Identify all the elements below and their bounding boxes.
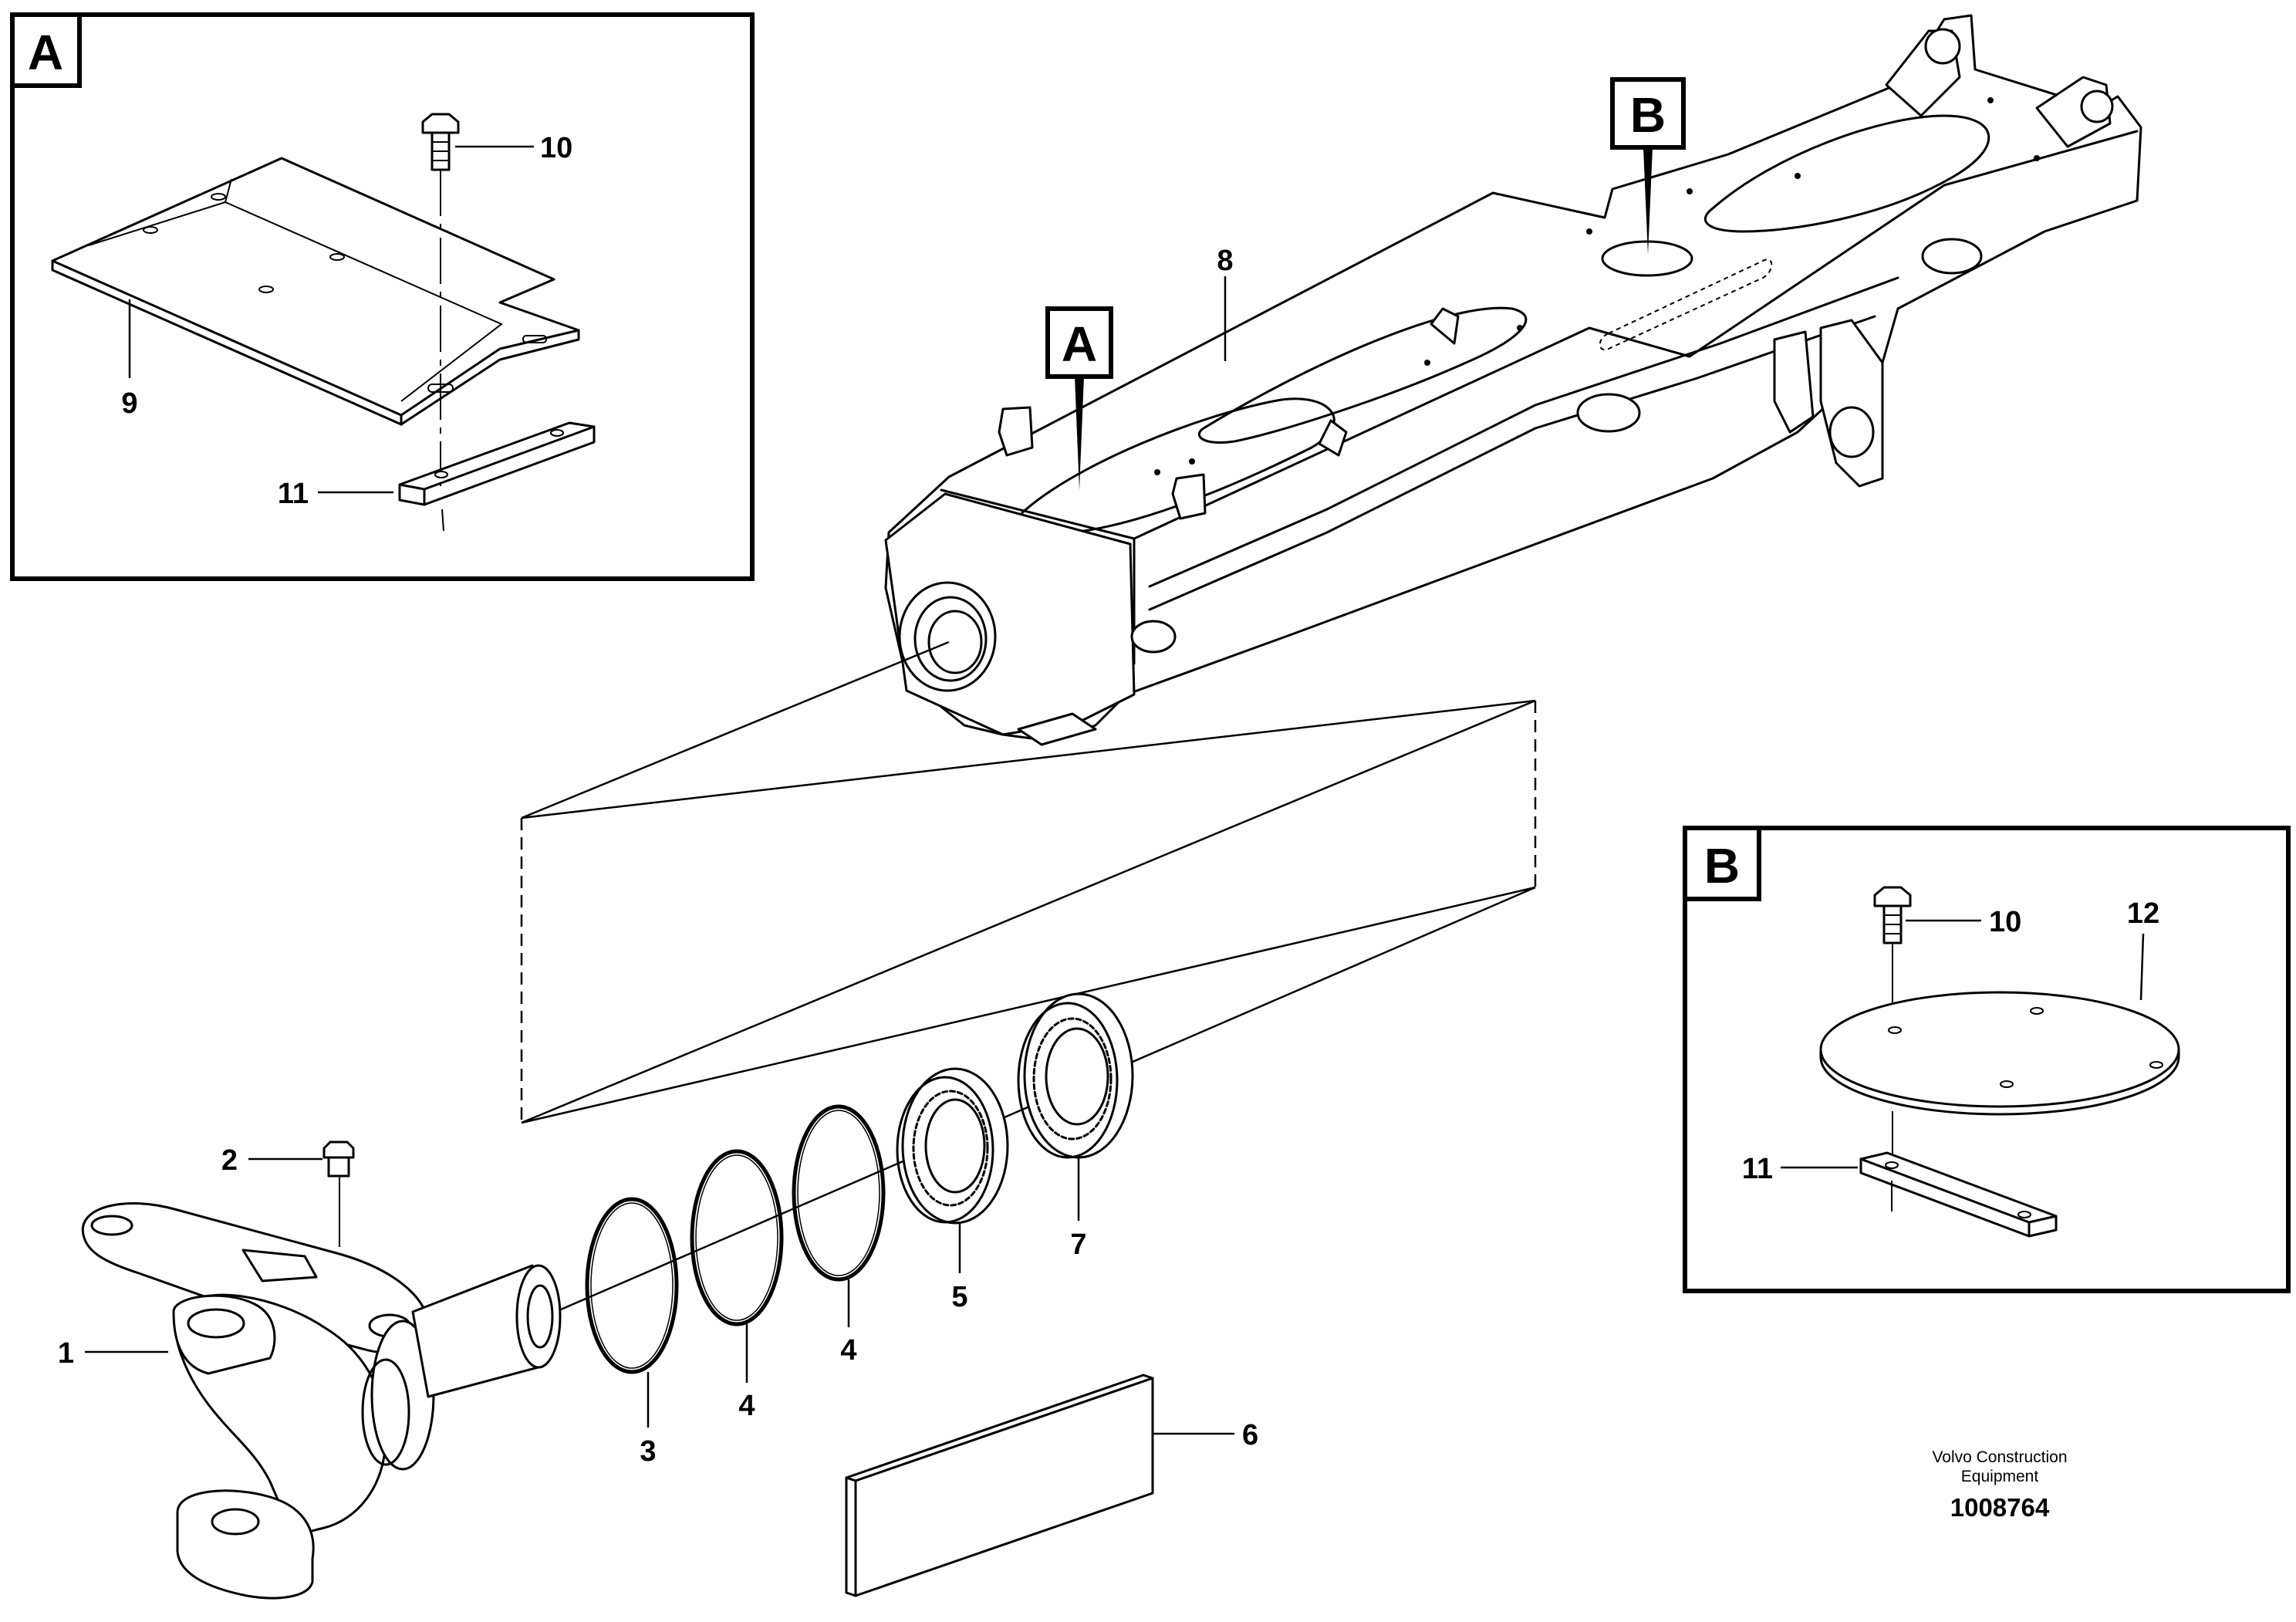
bearing-7 — [1017, 992, 1134, 1159]
detail-b-tag: B — [1704, 838, 1740, 894]
callout-1: 1 — [58, 1337, 74, 1370]
callout-7: 7 — [1070, 1228, 1086, 1261]
bearing-5 — [896, 1067, 1009, 1225]
frame-tag-a-label: A — [1062, 316, 1097, 372]
bolt-b — [1873, 886, 1912, 1019]
ring-4a — [690, 1149, 784, 1326]
diagram-number: 1008764 — [1950, 1493, 2050, 1522]
callout-a-11: 11 — [278, 478, 309, 510]
footer-credit: Volvo Construction Equipment 1008764 — [1932, 1448, 2067, 1522]
axle-frame — [884, 14, 2142, 746]
footer-line-1: Volvo Construction — [1932, 1448, 2067, 1466]
detail-a-inset: A 10 9 — [10, 12, 755, 581]
detail-a-tag-box — [10, 12, 82, 88]
o-ring-3 — [585, 1197, 679, 1374]
detail-a-tag: A — [28, 25, 63, 80]
frame-tag-b-label: B — [1630, 87, 1666, 143]
shim-pack — [845, 1374, 1154, 1597]
steering-knuckle — [81, 1201, 562, 1600]
detail-b-frame — [1683, 826, 2291, 1293]
frame-tag-a: A — [1045, 306, 1113, 490]
backing-bar-a — [398, 421, 596, 532]
explosion-bracket — [520, 640, 1537, 1124]
callout-8: 8 — [1217, 245, 1233, 277]
cover-plate-a — [51, 157, 580, 426]
callout-3: 3 — [640, 1435, 656, 1468]
callout-b-10: 10 — [1989, 906, 2021, 938]
callout-5: 5 — [951, 1281, 967, 1313]
callout-4a: 4 — [738, 1390, 755, 1422]
detail-b-tag-box — [1683, 826, 1761, 901]
callout-2: 2 — [221, 1144, 238, 1177]
detail-a-frame — [10, 12, 755, 581]
callout-b-11: 11 — [1742, 1153, 1773, 1185]
leader-b-12 — [2139, 933, 2145, 1001]
callout-a-10: 10 — [540, 132, 572, 164]
callout-6: 6 — [1242, 1419, 1258, 1451]
round-cover-b — [1819, 991, 2180, 1157]
footer-line-2: Equipment — [1961, 1468, 2039, 1485]
backing-bar-b — [1859, 1151, 2058, 1238]
plug — [322, 1140, 355, 1247]
callout-b-12: 12 — [2127, 897, 2159, 930]
frame-tag-b: B — [1610, 77, 1686, 255]
ring-4b — [792, 1104, 886, 1282]
callout-a-9: 9 — [121, 387, 137, 420]
bolt-a — [421, 113, 460, 486]
callout-4b: 4 — [840, 1334, 856, 1367]
detail-b-inset: B 10 12 — [1683, 826, 2291, 1293]
